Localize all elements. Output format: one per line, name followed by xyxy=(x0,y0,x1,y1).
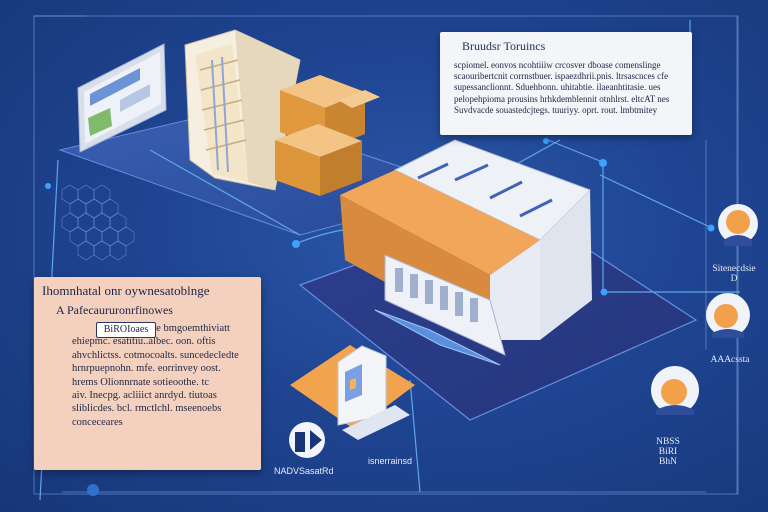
hex-pattern xyxy=(61,184,135,261)
avatar-2-label-line: AAAcssta xyxy=(710,355,750,365)
info-card-left-line: ehiepmc. esatitiu..albec. oon. oftis xyxy=(72,336,216,348)
document-box-icon xyxy=(290,345,415,440)
info-card-left-line: ahvchlictss. cotmocoalts. suncedecledte xyxy=(72,349,239,361)
avatar-3-image xyxy=(651,366,699,415)
info-card-left-heading: Ihomnhatal onr oywnesatoblnge xyxy=(42,283,210,298)
monitor-icon xyxy=(77,43,167,153)
info-card-right-title: Bruudsr Toruincs xyxy=(462,39,546,53)
info-card-left-line: hrnrpuepnohn. mfe. eorrinvey oost. xyxy=(72,363,221,375)
info-card-left-line: hrems Olionnrnate sotieoothe. tc xyxy=(72,376,210,388)
avatar-2-image xyxy=(706,293,750,338)
info-card-left-line: aiv. Inecpg. acliiict anrdyd. tiutoas xyxy=(72,390,217,402)
avatar-2-label: AAAcssta xyxy=(694,355,766,365)
info-card-right-line: Suvdvacde souastedcjtegs. tuuriyy. oprt.… xyxy=(454,104,658,115)
info-card-right: Bruudsr Toruincs scpiomel. eonvos ncohti… xyxy=(440,32,692,135)
avatar-3-label-line: BiRI xyxy=(658,447,678,457)
info-card-left: Ihomnhatal onr oywnesatoblnge A Pafecaur… xyxy=(34,277,261,470)
info-card-left-tag: BiROIoaes xyxy=(96,322,156,338)
avatar-3-label-line: BhN xyxy=(659,457,677,467)
center-caption: isnerrainsd xyxy=(368,456,413,466)
avatar-1-image xyxy=(718,204,758,246)
avatar-3-label: NBSS BiRI BhN xyxy=(648,437,688,467)
avatar-1-label-line: Sitenecdsie xyxy=(712,264,756,274)
info-card-left-line: Stome bmgoemthiviatt xyxy=(134,323,230,334)
avatar-1-label: Sitenecdsie D xyxy=(700,264,768,284)
logo-caption: NADVSasatRd xyxy=(274,466,334,476)
avatar-1-label-line: D xyxy=(730,274,738,284)
info-card-right-line: pelopehpioma prousins hrhkdemblennit otn… xyxy=(454,93,670,104)
info-card-left-line: sliblicdes. bcl. rmctlchl. mseenoebs xyxy=(72,403,222,415)
info-card-left-subheading: A Pafecaururonrfinowes xyxy=(56,303,173,317)
logo-icon xyxy=(289,422,325,458)
warehouse-icon xyxy=(340,139,592,366)
info-card-right-line: scaouribertcnit corrnstbuer. ispaezdhrii… xyxy=(454,71,669,82)
info-card-left-line: conceceares xyxy=(72,416,123,428)
office-building-icon xyxy=(184,29,301,191)
avatar-3-label-line: NBSS xyxy=(656,437,680,447)
package-boxes-icon xyxy=(275,75,380,196)
info-card-right-line: scpiomel. eonvos ncohtiiiw crcosver dboa… xyxy=(454,60,661,70)
info-card-right-line: supessanclionnt. Sduehbonn. uhitabtie. i… xyxy=(454,82,661,93)
